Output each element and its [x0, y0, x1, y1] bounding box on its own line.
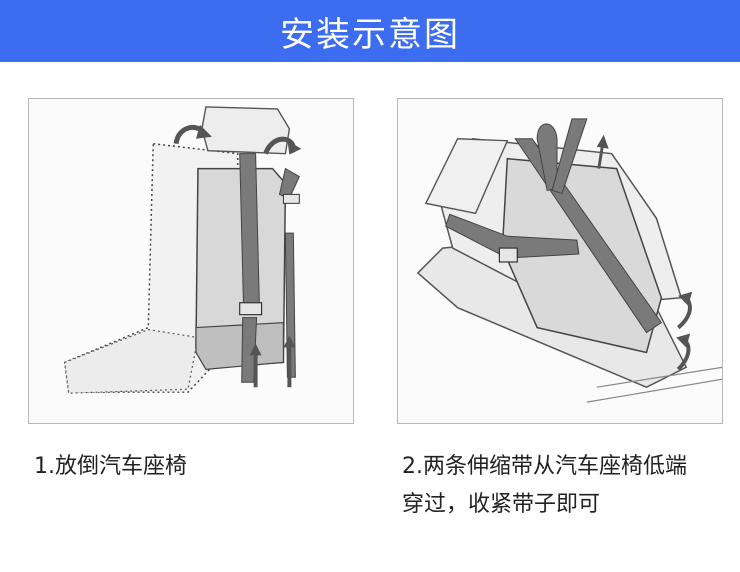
step-2-text-line2: 穿过，收紧带子即可	[402, 492, 601, 517]
step-1-text: 1.放倒汽车座椅	[34, 454, 187, 479]
step-2-text-line1: 2.两条伸缩带从汽车座椅低端	[402, 454, 687, 479]
step-2-illustration	[397, 98, 723, 424]
step-2-caption: 2.两条伸缩带从汽车座椅低端 穿过，收紧带子即可	[402, 448, 732, 524]
step-1-caption: 1.放倒汽车座椅	[34, 448, 187, 486]
car-seat-upright-icon	[63, 106, 302, 394]
page-title: 安装示意图	[280, 14, 460, 55]
step-1-illustration	[28, 98, 354, 424]
header-banner: 安装示意图	[0, 0, 740, 62]
car-seat-reclined-icon	[416, 118, 722, 403]
